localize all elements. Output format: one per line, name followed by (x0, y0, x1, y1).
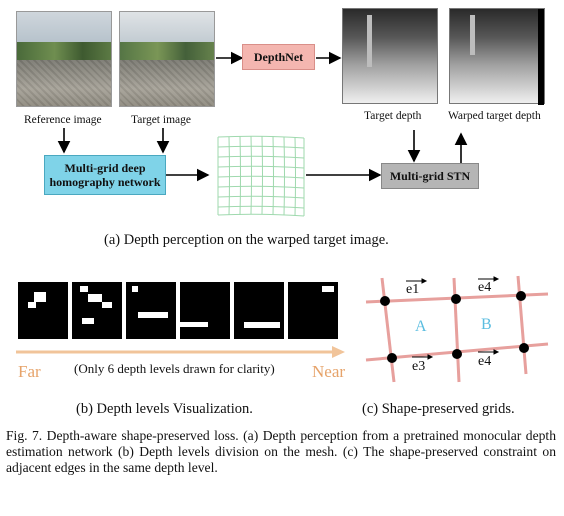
caption-b: (b) Depth levels Visualization. (76, 401, 253, 417)
multi-grid-stn-box: Multi-grid STN (381, 163, 479, 189)
shape-preserved-grid-panel: e1 e4 e3 e4 A B (c) Shape-preserved grid… (360, 270, 564, 420)
near-label: Near (312, 362, 346, 381)
caption-a: (a) Depth perception on the warped targe… (104, 232, 389, 248)
depth-level-2 (72, 282, 122, 339)
target-depth-map (342, 8, 438, 104)
homography-network-label: Multi-grid deep homography network (49, 161, 161, 189)
depth-level-6 (288, 282, 338, 339)
stn-label: Multi-grid STN (389, 169, 471, 183)
warped-mesh-grid (217, 135, 305, 217)
reference-image (16, 11, 112, 107)
target-image (119, 11, 215, 107)
edge-e3-label: e3 (412, 359, 426, 374)
depth-level-4 (180, 282, 230, 339)
far-label: Far (18, 362, 41, 381)
warped-target-depth-label: Warped target depth (448, 110, 541, 122)
far-to-near-arrow (16, 346, 345, 358)
homography-network-box: Multi-grid deep homography network (44, 155, 166, 195)
depth-levels-note: (Only 6 depth levels drawn for clarity) (74, 361, 275, 376)
caption-c: (c) Shape-preserved grids. (362, 401, 515, 417)
diagram-arrows (57, 51, 468, 182)
depth-level-3 (126, 282, 176, 339)
depthnet-label: DepthNet (253, 50, 304, 64)
edge-e1-label: e1 (406, 282, 420, 297)
depth-level-1 (18, 282, 68, 339)
depth-perception-diagram: DepthNet Reference image Target image Ta… (16, 8, 545, 248)
edge-e4-top-label: e4 (478, 280, 492, 295)
figure-caption: Fig. 7. Depth-aware shape-preserved loss… (6, 428, 556, 475)
depth-levels-panel: Far (Only 6 depth levels drawn for clari… (0, 270, 360, 420)
reference-image-label: Reference image (24, 114, 102, 126)
depth-level-5 (234, 282, 284, 339)
target-image-label: Target image (131, 114, 191, 126)
warped-target-depth-map (449, 8, 545, 105)
target-depth-label: Target depth (364, 110, 422, 122)
cell-b-label: B (481, 316, 492, 333)
depthnet-box: DepthNet (242, 44, 315, 70)
edge-e4-bottom-label: e4 (478, 354, 492, 369)
cell-a-label: A (415, 318, 427, 335)
grid-drawing (365, 275, 549, 383)
